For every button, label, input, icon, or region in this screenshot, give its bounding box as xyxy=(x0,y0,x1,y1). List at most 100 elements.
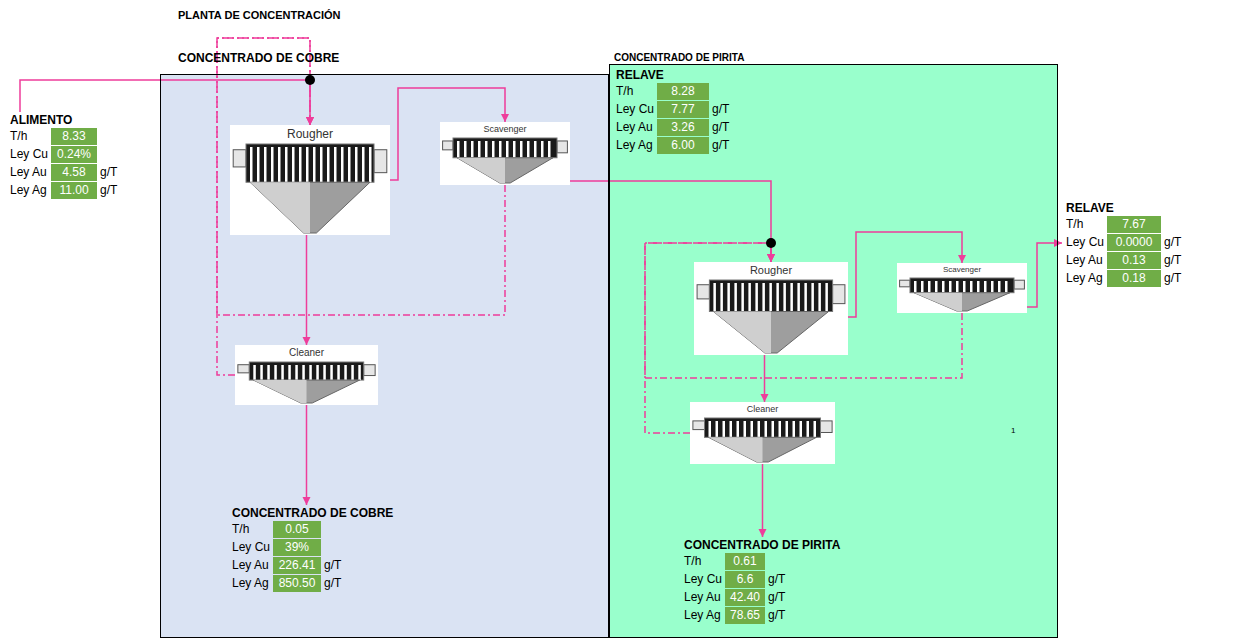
tank-bar xyxy=(748,283,751,312)
tank-bar xyxy=(260,365,263,380)
flotation-cell: Scavenger xyxy=(440,122,570,185)
tank-bar xyxy=(257,147,260,182)
tank-bar xyxy=(362,147,365,182)
copper-panel-fill xyxy=(160,74,609,638)
unit-label: g/T xyxy=(321,557,341,574)
tank-bar xyxy=(358,365,361,380)
tank-bar xyxy=(956,281,959,293)
stream-grid: T/h0.61Ley Cu6.6g/TLey Au42.40g/TLey Ag7… xyxy=(684,553,840,624)
tank-bar xyxy=(914,281,917,293)
tank-bar xyxy=(811,283,814,312)
tank-bar xyxy=(292,147,295,182)
value-cell: 0.05 xyxy=(273,521,321,538)
row-label: Ley Au xyxy=(232,557,273,574)
tank-bar xyxy=(285,147,288,182)
row-label: Ley Au xyxy=(684,589,725,606)
tank-bar xyxy=(253,365,256,380)
tank-bar xyxy=(250,147,253,182)
row-label: T/h xyxy=(684,553,725,570)
tank-bar xyxy=(921,281,924,293)
panel-heading: CONCENTRADO DE PIRITA xyxy=(614,52,744,63)
pyrite-panel-fill xyxy=(609,64,1058,638)
tank-bar xyxy=(299,147,302,182)
tank-bar xyxy=(478,141,481,158)
flow-line xyxy=(762,464,764,537)
equipment-name: Scavenger xyxy=(440,122,570,135)
stream-grid: T/h8.28Ley Cu7.77g/TLey Au3.26g/TLey Ag6… xyxy=(616,83,729,154)
unit-label: g/T xyxy=(765,607,785,624)
tank-bar xyxy=(330,365,333,380)
row-label: T/h xyxy=(1066,216,1107,233)
panel-heading: CONCENTRADO DE COBRE xyxy=(178,51,339,65)
tank-body xyxy=(453,138,557,158)
value-cell: 39% xyxy=(273,539,321,556)
junction-dot xyxy=(305,75,315,85)
tank-bar xyxy=(485,141,488,158)
feed-box xyxy=(693,421,705,430)
flow-line xyxy=(306,405,308,505)
tank-bar xyxy=(751,421,754,437)
tank-bar xyxy=(804,283,807,312)
tank-bar xyxy=(716,421,719,437)
equipment-name: Cleaner xyxy=(235,345,378,359)
tank-bar xyxy=(464,141,467,158)
discharge-box xyxy=(557,141,567,153)
tank-bar xyxy=(520,141,523,158)
cone-highlight xyxy=(709,437,763,462)
tank-bar xyxy=(758,421,761,437)
row-label: Ley Au xyxy=(616,119,657,136)
value-cell: 11.00 xyxy=(51,182,97,199)
tank-bar xyxy=(741,283,744,312)
tank-bar xyxy=(288,365,291,380)
stream-data-table: CONCENTRADO DE PIRITAT/h0.61Ley Cu6.6g/T… xyxy=(680,537,840,624)
row-label: Ley Cu xyxy=(616,101,657,118)
tank-cone xyxy=(914,293,1010,311)
circuit-panel: CONCENTRADO DE PIRITARELAVET/h8.28Ley Cu… xyxy=(609,64,1058,638)
tank-bar xyxy=(790,283,793,312)
row-label: Ley Cu xyxy=(232,539,273,556)
tank-bar xyxy=(723,421,726,437)
tank-bar xyxy=(306,147,309,182)
tank-bar xyxy=(499,141,502,158)
feed-box xyxy=(238,365,249,373)
equipment-name: Scavenger xyxy=(897,263,1027,275)
tank-bar xyxy=(302,365,305,380)
value-cell: 8.33 xyxy=(51,128,97,145)
row-label: Ley Ag xyxy=(1066,270,1107,287)
tank-bar xyxy=(341,147,344,182)
value-cell: 850.50 xyxy=(273,575,321,592)
tank-bar xyxy=(734,283,737,312)
tank-bar xyxy=(320,147,323,182)
tank-bar xyxy=(709,421,712,437)
discharge-box xyxy=(374,150,387,173)
tank-bar xyxy=(295,365,298,380)
tank-bar xyxy=(793,421,796,437)
flow-line xyxy=(306,235,308,345)
tank-cone xyxy=(457,158,553,183)
tank-bar xyxy=(471,141,474,158)
tank-bar xyxy=(348,147,351,182)
tank-bar xyxy=(949,281,952,293)
stream-heading: CONCENTRADO DE PIRITA xyxy=(684,537,840,553)
flow-line xyxy=(1027,243,1062,307)
stream-data-table: ALIMENTOT/h8.33Ley Cu0.24%Ley Au4.58g/TL… xyxy=(6,112,117,199)
tank-bar xyxy=(281,365,284,380)
tank-bar xyxy=(264,147,267,182)
tank-bar xyxy=(327,147,330,182)
tank-bar xyxy=(776,283,779,312)
stream-heading: RELAVE xyxy=(1066,200,1181,216)
flotation-cell: Cleaner xyxy=(235,345,378,405)
value-cell: 7.77 xyxy=(657,101,709,118)
tank-bar xyxy=(337,365,340,380)
cone-highlight xyxy=(713,312,771,354)
row-label: Ley Cu xyxy=(684,571,725,588)
tank-bar xyxy=(744,421,747,437)
tank-bar xyxy=(797,283,800,312)
equipment-name: Cleaner xyxy=(690,402,835,415)
value-cell: 0.18 xyxy=(1107,270,1161,287)
feed-box xyxy=(233,150,246,167)
page-number: 1 xyxy=(1011,426,1015,435)
stream-heading: CONCENTRADO DE COBRE xyxy=(232,505,393,521)
discharge-box xyxy=(1014,280,1024,289)
